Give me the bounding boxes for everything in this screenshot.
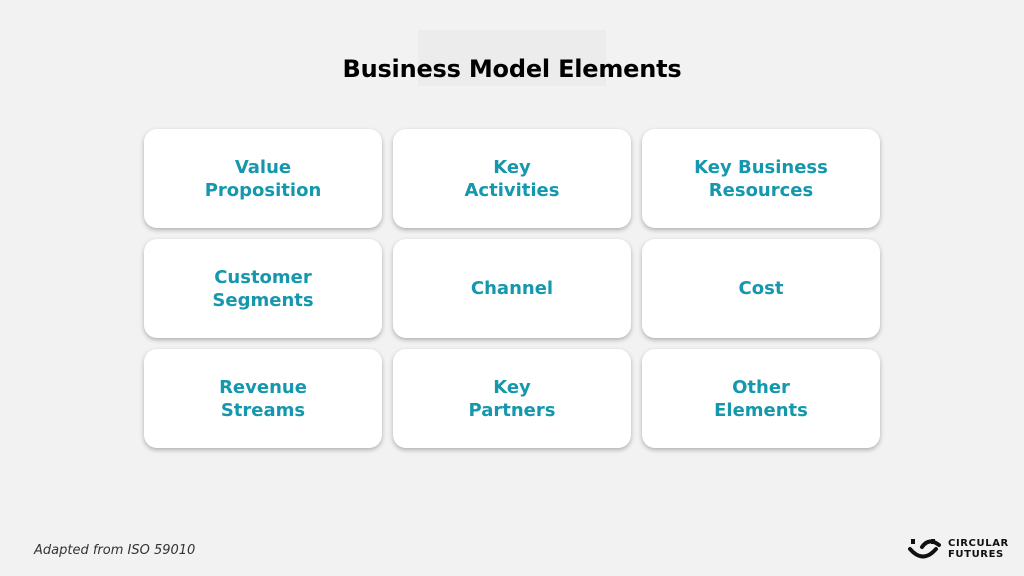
- source-note: Adapted from ISO 59010: [34, 543, 196, 558]
- logo-wordmark: CIRCULAR FUTURES: [948, 538, 1009, 560]
- card-label: Key Partners: [468, 376, 556, 421]
- card-label: Channel: [470, 278, 554, 299]
- card-label: Other Elements: [714, 376, 808, 421]
- card-customer-segments: Customer Segments: [144, 239, 382, 338]
- card-value-proposition: Value Proposition: [144, 129, 382, 228]
- card-label: Value Proposition: [204, 156, 322, 201]
- page-title: Business Model Elements: [342, 55, 682, 83]
- card-cost: Cost: [642, 239, 880, 338]
- card-label: Cost: [738, 278, 784, 299]
- card-label: Customer Segments: [212, 266, 314, 311]
- card-label: Key Activities: [464, 156, 560, 201]
- card-label: Key Business Resources: [694, 156, 828, 201]
- card-other-elements: Other Elements: [642, 349, 880, 448]
- card-key-partners: Key Partners: [393, 349, 631, 448]
- brand-logo: CIRCULAR FUTURES: [908, 536, 1009, 562]
- card-key-business-resources: Key Business Resources: [642, 129, 880, 228]
- elements-grid: Value Proposition Key Activities Key Bus…: [144, 129, 881, 448]
- logo-line-1: CIRCULAR: [948, 538, 1009, 549]
- logo-line-2: FUTURES: [948, 549, 1004, 560]
- card-label: Revenue Streams: [219, 376, 307, 421]
- background-panel: [418, 30, 606, 86]
- card-channel: Channel: [393, 239, 631, 338]
- card-revenue-streams: Revenue Streams: [144, 349, 382, 448]
- circular-futures-logo-icon: [908, 539, 941, 559]
- card-key-activities: Key Activities: [393, 129, 631, 228]
